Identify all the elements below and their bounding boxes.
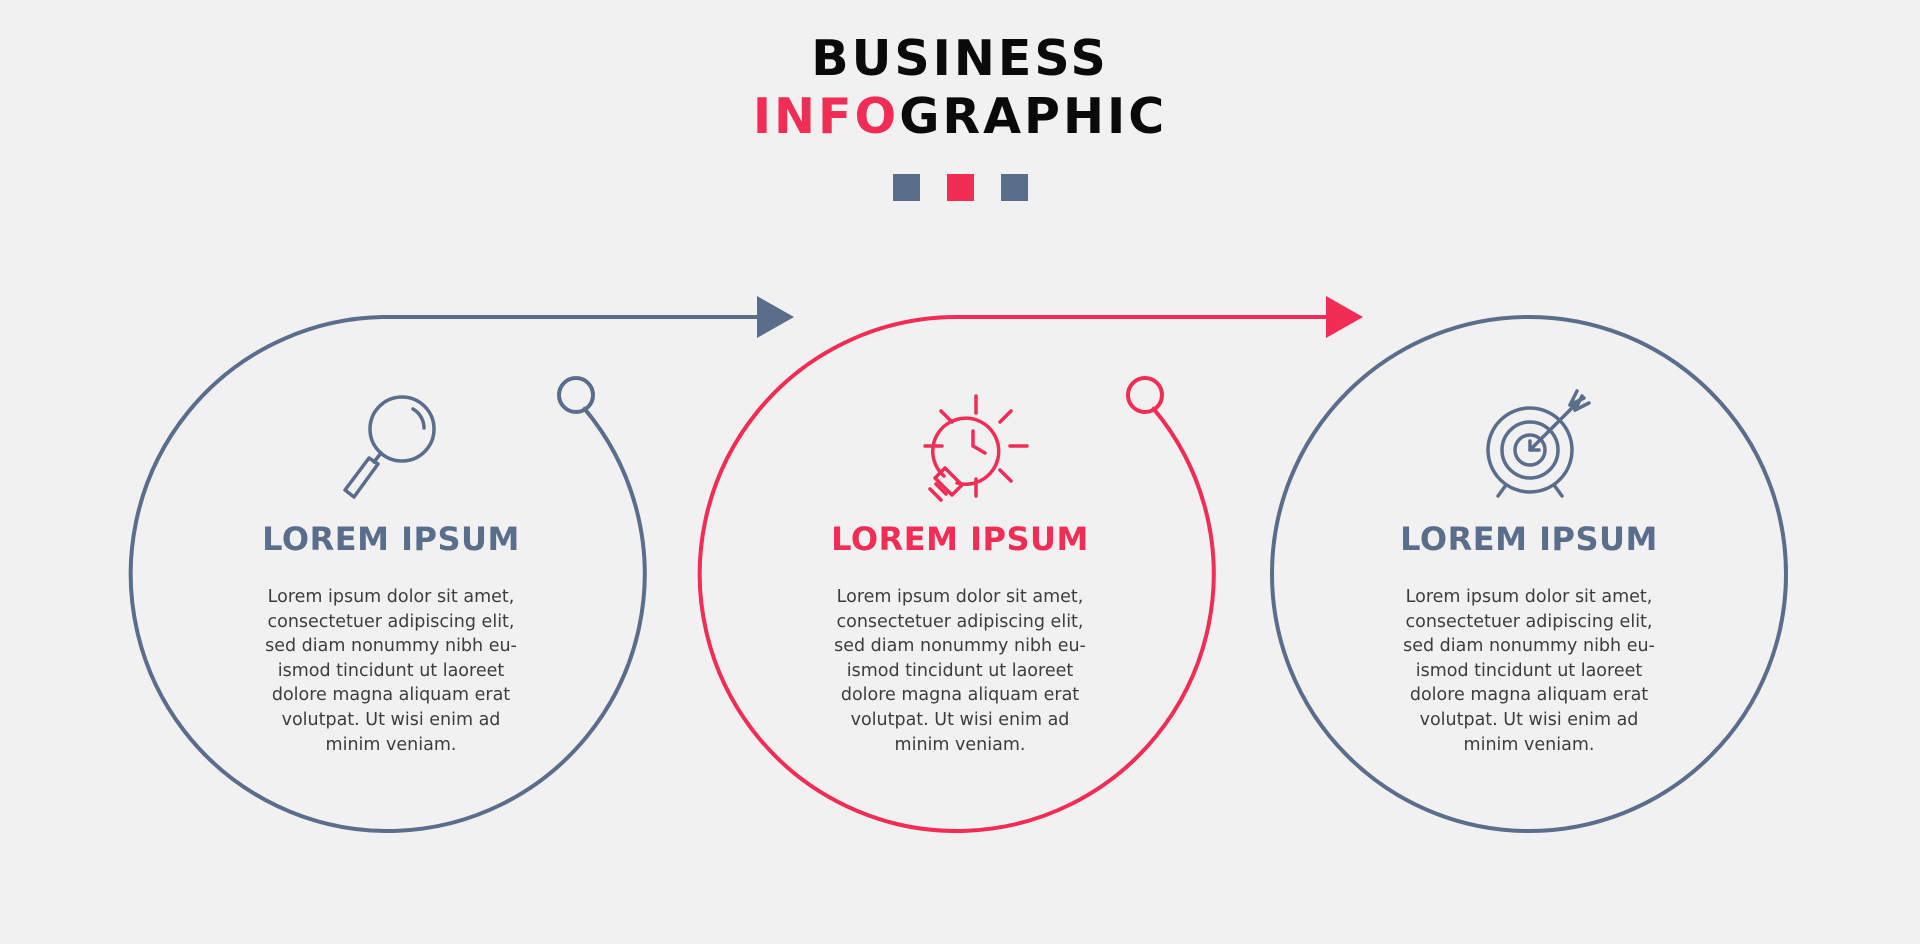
title-rest-word: GRAPHIC — [899, 88, 1168, 145]
title-line-1: BUSINESS — [811, 30, 1109, 87]
magnifier-icon — [343, 395, 436, 499]
title-line-2: INFOGRAPHIC — [0, 88, 1920, 146]
step-3-card: LOREM IPSUM Lorem ipsum dolor sit amet, … — [1369, 519, 1689, 757]
target-icon — [1486, 389, 1591, 498]
step-3-shape — [1270, 315, 1788, 833]
square-2 — [946, 174, 974, 201]
step-3-text: Lorem ipsum dolor sit amet, consectetuer… — [1403, 587, 1655, 755]
square-1 — [892, 174, 920, 201]
decorative-squares — [0, 174, 1920, 201]
step-1-card: LOREM IPSUM Lorem ipsum dolor sit amet, … — [231, 519, 551, 757]
step-2-title: LOREM IPSUM — [831, 520, 1089, 558]
step-2-ring — [697, 314, 1332, 833]
step-2-node-circle — [1126, 376, 1164, 414]
step-1-title: LOREM IPSUM — [262, 520, 520, 558]
step-2-card: LOREM IPSUM Lorem ipsum dolor sit amet, … — [800, 519, 1120, 757]
step-1-shape — [128, 296, 794, 833]
step-1-text: Lorem ipsum dolor sit amet, consectetuer… — [265, 587, 517, 755]
step-1-arrowhead — [757, 296, 794, 338]
step-3-title: LOREM IPSUM — [1400, 520, 1658, 558]
lightbulb-icon — [923, 394, 1029, 502]
header: BUSINESS INFOGRAPHIC — [0, 30, 1920, 146]
step-2-shape — [697, 296, 1363, 833]
square-3 — [1000, 174, 1028, 201]
step-2-text: Lorem ipsum dolor sit amet, consectetuer… — [834, 587, 1086, 755]
title-accent-word: INFO — [752, 88, 900, 145]
step-1-node-circle — [557, 376, 595, 414]
step-3-ring — [1270, 315, 1788, 833]
step-1-ring — [128, 314, 762, 833]
step-2-arrowhead — [1326, 296, 1363, 338]
